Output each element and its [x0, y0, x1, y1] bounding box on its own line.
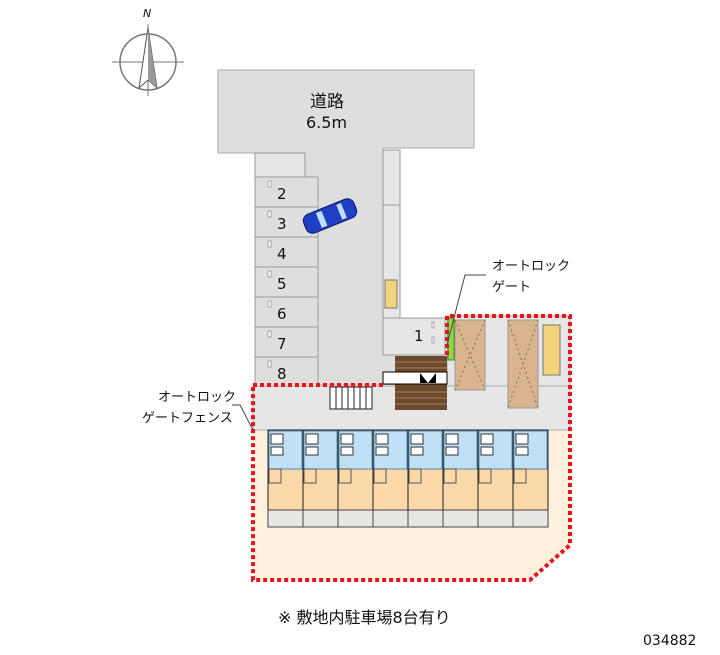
parking-note: ※ 敷地内駐車場8台有り [278, 608, 451, 627]
car-icon [302, 198, 358, 234]
road-width: 6.5m [306, 113, 347, 132]
apartment-unit [372, 429, 409, 528]
site [251, 314, 572, 582]
auto-lock-gate-callout: オートロック ゲート [446, 259, 570, 346]
parking-space-5: 5 [277, 275, 287, 293]
stairs [329, 386, 373, 410]
parking-space-6: 6 [277, 305, 287, 323]
svg-text:オートロック: オートロック [158, 390, 236, 405]
parking-space-7: 7 [277, 335, 287, 353]
apartment-unit [407, 429, 444, 528]
compass-north-label: N [143, 7, 151, 20]
compass-icon: N [112, 7, 184, 96]
parking-space-4: 4 [277, 245, 287, 263]
parking-area: 2 3 4 5 6 7 8 1 [254, 149, 446, 388]
apartment-unit [337, 429, 374, 528]
apartment-unit [267, 429, 304, 528]
parking-space-2: 2 [277, 185, 287, 203]
property-id: 034882 [643, 633, 696, 649]
road-name: 道路 [310, 92, 344, 112]
svg-text:オートロック: オートロック [492, 259, 570, 274]
auto-lock-gate-fence-callout: オートロック ゲートフェンス [142, 390, 254, 431]
apartment-unit [512, 429, 549, 528]
parking-space-1: 1 [414, 327, 424, 345]
svg-text:ゲートフェンス: ゲートフェンス [142, 411, 233, 426]
parking-space-3: 3 [277, 215, 287, 233]
parking-space-8: 8 [277, 365, 287, 383]
apartment-building [267, 429, 549, 528]
svg-text:ゲート: ゲート [492, 280, 531, 295]
apartment-unit [302, 429, 339, 528]
apartment-unit [477, 429, 514, 528]
apartment-unit [442, 429, 479, 528]
